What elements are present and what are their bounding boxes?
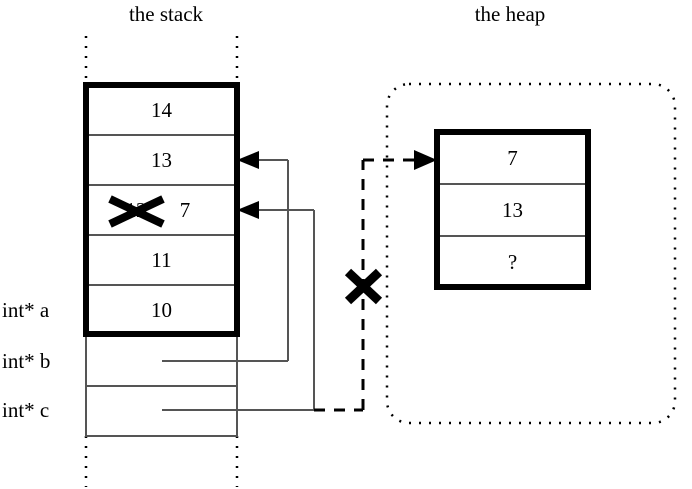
variable-label-a: int* a — [2, 298, 50, 322]
stack-cell-value-3: 11 — [151, 248, 172, 272]
heap-cell-value-0: 7 — [507, 146, 518, 170]
heap-block-frame — [434, 129, 591, 290]
stack-cell-value-2-struck: 12 — [125, 198, 147, 222]
heap-cell-value-1: 13 — [502, 198, 523, 222]
variable-label-c: int* c — [2, 398, 50, 422]
stack-cell-value-4: 10 — [151, 298, 172, 322]
broken-pointer-x-icon — [344, 268, 383, 305]
stack-cell-value-0: 14 — [151, 98, 172, 122]
stack-cell-value-1: 13 — [151, 148, 172, 172]
heap-title: the heap — [474, 2, 546, 26]
struck-value-x-icon — [108, 195, 165, 228]
heap-boundary — [385, 82, 677, 425]
heap-cell-value-2: ? — [507, 250, 518, 274]
variable-label-b: int* b — [2, 349, 51, 373]
stack-boxed-frame — [83, 82, 240, 337]
stack-title: the stack — [128, 2, 204, 26]
pointer-c-arrow — [162, 201, 315, 411]
pointer-b-arrow — [162, 151, 289, 362]
stack-cell-value-2-new: 7 — [179, 198, 191, 222]
